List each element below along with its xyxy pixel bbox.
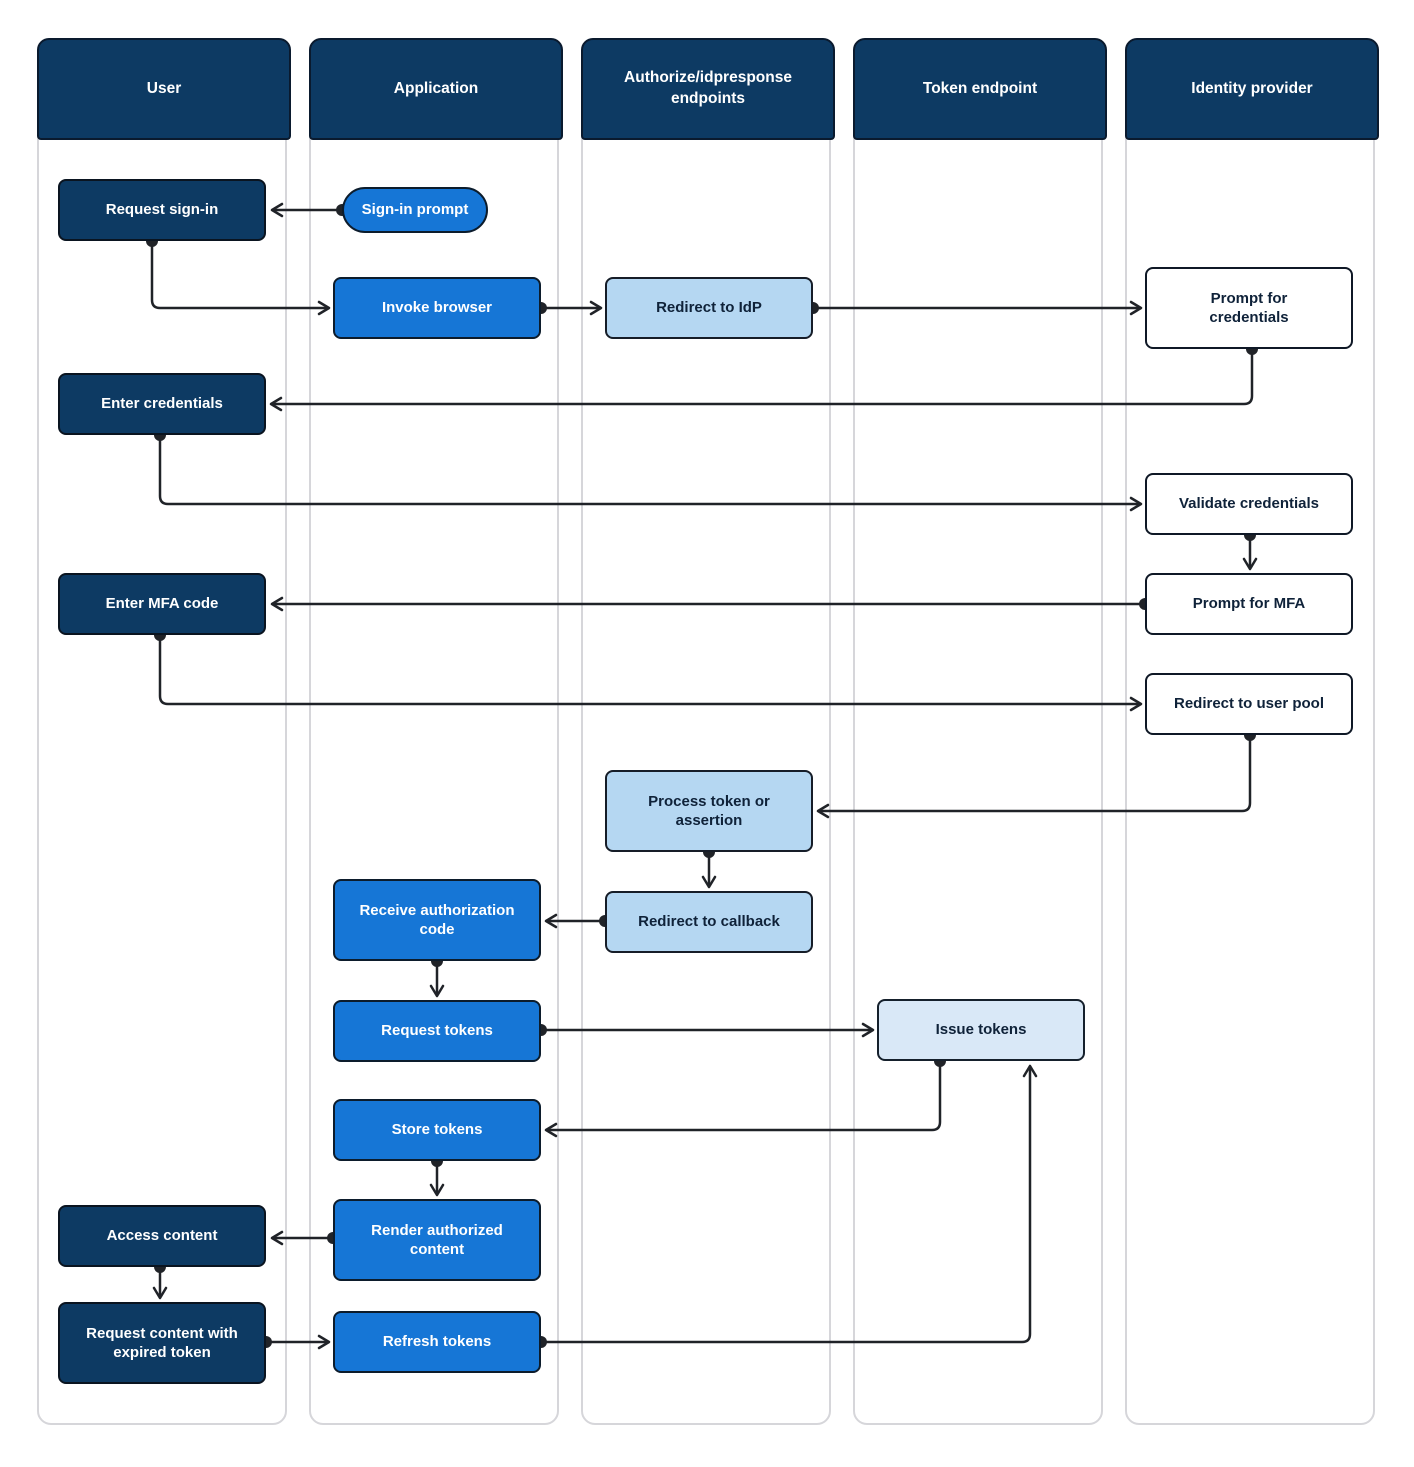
node-prompt-for-credentials: Prompt for credentials	[1145, 267, 1353, 349]
node-request-sign-in: Request sign-in	[58, 179, 266, 241]
node-label: Redirect to IdP	[656, 299, 762, 317]
node-label: Redirect to callback	[638, 913, 780, 931]
node-label: Request content with expired token	[86, 1324, 238, 1362]
node-label: Access content	[106, 1227, 218, 1245]
node-redirect-to-idp: Redirect to IdP	[605, 277, 813, 339]
node-request-tokens: Request tokens	[333, 1000, 541, 1062]
node-label: Redirect to user pool	[1173, 695, 1325, 713]
node-process-token-or-assertion: Process token or assertion	[605, 770, 813, 852]
node-label: Invoke browser	[381, 299, 493, 317]
node-redirect-to-user-pool: Redirect to user pool	[1145, 673, 1353, 735]
node-label: Store tokens	[391, 1121, 483, 1139]
node-label: Process token or assertion	[648, 792, 770, 830]
lane-token-endpoint: Token endpoint	[853, 38, 1107, 1425]
node-render-authorized-content: Render authorized content	[333, 1199, 541, 1281]
node-label: Validate credentials	[1178, 495, 1320, 513]
node-label: Prompt for credentials	[1209, 289, 1289, 327]
lane-title: Token endpoint	[922, 79, 1038, 97]
node-request-content-with-expired-token: Request content with expired token	[58, 1302, 266, 1384]
lane-title: Identity provider	[1191, 79, 1313, 97]
node-label: Enter credentials	[101, 395, 223, 413]
lane-header-identity-provider: Identity provider	[1125, 38, 1379, 140]
lane-authorize-endpoints: Authorize/idpresponse endpoints	[581, 38, 835, 1425]
node-label: Issue tokens	[935, 1021, 1027, 1039]
node-refresh-tokens: Refresh tokens	[333, 1311, 541, 1373]
node-label: Enter MFA code	[105, 595, 219, 613]
lane-header-token-endpoint: Token endpoint	[853, 38, 1107, 140]
node-sign-in-prompt: Sign-in prompt	[342, 187, 488, 233]
lane-header-application: Application	[309, 38, 563, 140]
node-store-tokens: Store tokens	[333, 1099, 541, 1161]
node-validate-credentials: Validate credentials	[1145, 473, 1353, 535]
node-enter-mfa-code: Enter MFA code	[58, 573, 266, 635]
node-label: Prompt for MFA	[1192, 595, 1306, 613]
node-receive-authorization-code: Receive authorization code	[333, 879, 541, 961]
lane-title: User	[146, 79, 182, 97]
node-label: Request sign-in	[105, 201, 219, 219]
node-label: Refresh tokens	[382, 1333, 492, 1351]
node-issue-tokens: Issue tokens	[877, 999, 1085, 1061]
node-label: Request tokens	[381, 1022, 493, 1040]
lane-header-user: User	[37, 38, 291, 140]
node-enter-credentials: Enter credentials	[58, 373, 266, 435]
lane-title: Authorize/idpresponse endpoints	[624, 69, 792, 107]
lane-title: Application	[393, 79, 479, 97]
node-access-content: Access content	[58, 1205, 266, 1267]
node-invoke-browser: Invoke browser	[333, 277, 541, 339]
node-redirect-to-callback: Redirect to callback	[605, 891, 813, 953]
node-prompt-for-mfa: Prompt for MFA	[1145, 573, 1353, 635]
node-label: Render authorized content	[371, 1221, 503, 1259]
node-label: Receive authorization code	[359, 901, 515, 939]
lane-header-authorize-endpoints: Authorize/idpresponse endpoints	[581, 38, 835, 140]
node-label: Sign-in prompt	[361, 201, 469, 219]
